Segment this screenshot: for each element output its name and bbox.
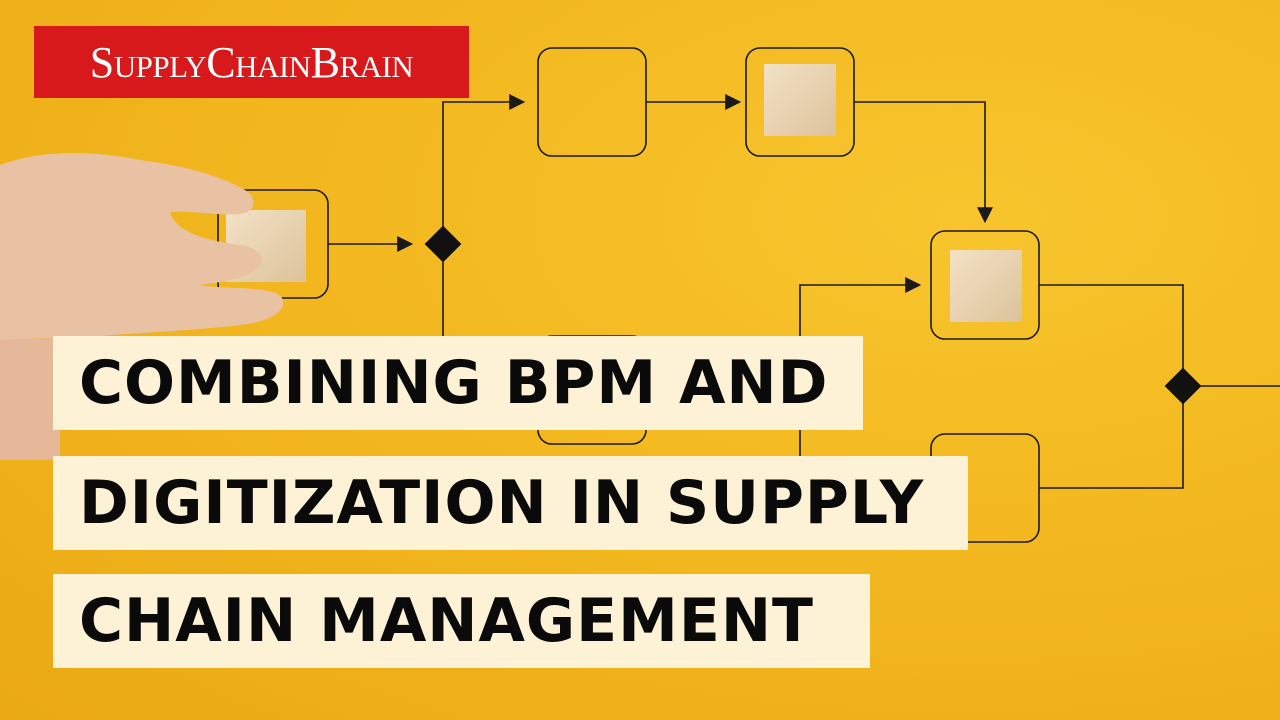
- title-line-3: CHAIN MANAGEMENT: [53, 574, 870, 668]
- title-line-2: DIGITIZATION IN SUPPLY: [53, 456, 968, 550]
- supplychainbrain-logo: SupplyChainBrain: [34, 26, 469, 98]
- wooden-cube: [764, 64, 836, 136]
- logo-text: SupplyChainBrain: [89, 37, 414, 87]
- title-line-1: COMBINING BPM AND: [53, 336, 863, 430]
- hand-image: [0, 153, 284, 460]
- wooden-cube: [950, 250, 1022, 322]
- decision-diamond: [1164, 367, 1202, 405]
- process-box: [537, 47, 647, 157]
- decision-diamond: [424, 225, 462, 263]
